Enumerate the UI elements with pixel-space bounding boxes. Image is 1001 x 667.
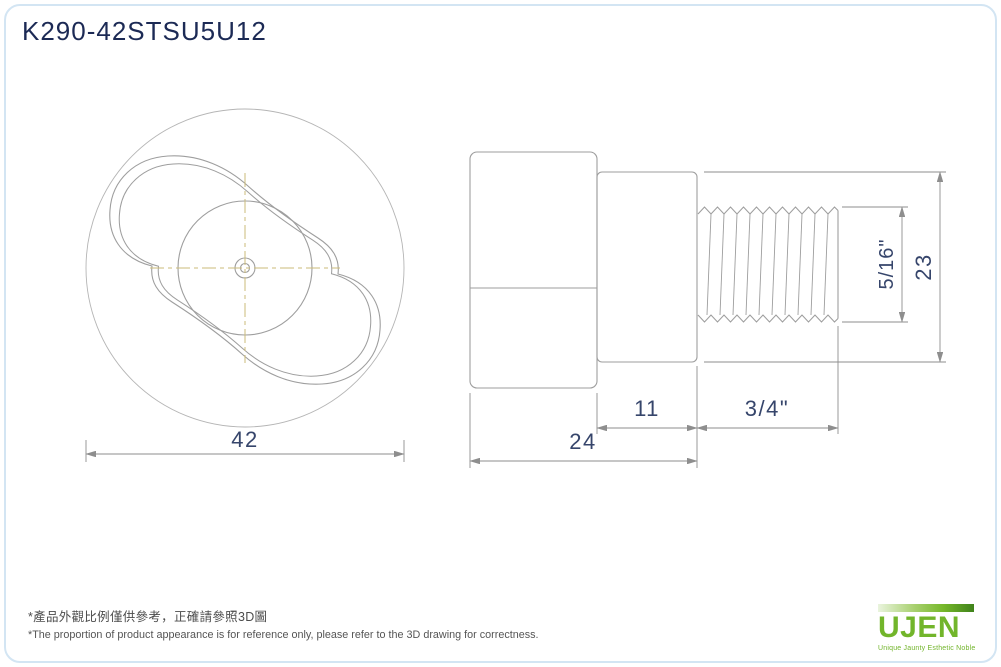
logo-name: UJEN xyxy=(878,611,961,644)
thread-top-crests xyxy=(697,206,839,215)
footnote-english: *The proportion of product appearance is… xyxy=(28,629,539,641)
construction-circle xyxy=(85,108,405,428)
side-view xyxy=(469,151,839,389)
neck-block xyxy=(596,171,698,363)
knob-outline-outer xyxy=(109,155,381,385)
front-dimensions xyxy=(85,440,405,462)
part-number-title: K290-42STSU5U12 xyxy=(22,16,267,46)
centerlines xyxy=(150,173,340,363)
knob-outline-inner xyxy=(118,163,372,377)
dim-label-neck-length: 11 xyxy=(634,396,660,421)
footnote-chinese: *產品外觀比例僅供參考，正確請參照3D圖 xyxy=(28,610,268,624)
footnotes: *產品外觀比例僅供參考，正確請參照3D圖 *The proportion of … xyxy=(28,606,539,641)
brand-logo: UJEN Unique Jaunty Esthetic Noble xyxy=(878,604,978,652)
front-view xyxy=(85,108,405,428)
logo-tagline: Unique Jaunty Esthetic Noble xyxy=(878,644,976,652)
dim-label-front-diameter: 42 xyxy=(231,427,258,452)
thread-flank-lines xyxy=(706,213,829,316)
dim-label-overall-height: 23 xyxy=(911,253,936,280)
body-block xyxy=(469,151,598,389)
dim-label-thread-diameter: 5/16" xyxy=(876,238,898,289)
side-dimensions xyxy=(469,171,946,468)
dim-label-body-length: 24 xyxy=(569,429,596,454)
thread-profile xyxy=(697,206,839,323)
logo-gradient-bar xyxy=(878,604,974,612)
dim-label-thread-length: 3/4" xyxy=(745,396,789,421)
thread-bottom-crests xyxy=(697,314,839,323)
